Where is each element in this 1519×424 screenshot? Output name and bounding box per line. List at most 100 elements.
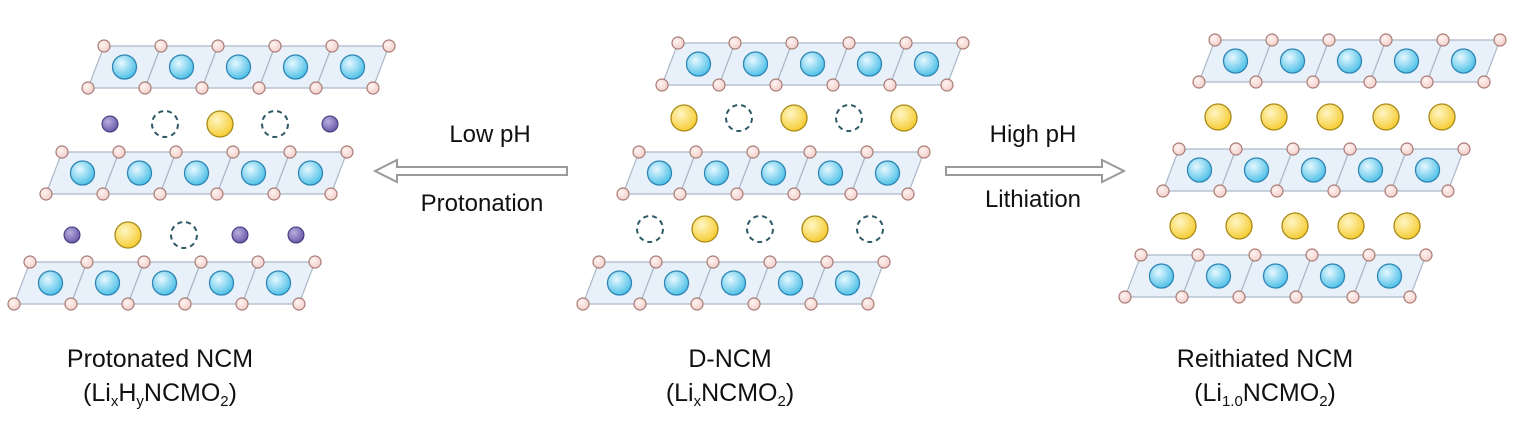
oxygen-atom [1363,75,1377,89]
oxygen-atom [1457,142,1471,156]
transition-metal-atom [208,270,235,296]
transition-metal-atom [817,160,844,186]
oxygen-atom [112,145,126,159]
oxygen-atom [804,297,818,311]
transition-metal-atom [834,270,861,296]
oxygen-atom [1306,75,1320,89]
oxygen-atom [763,255,777,269]
arrow-left-top-label: Low pH [449,121,531,148]
formula-subscript: 2 [777,393,786,410]
oxygen-atom [96,187,110,201]
d-ncm-caption: D-NCM (LixNCMO2) [610,342,850,419]
oxygen-atom [706,255,720,269]
lithiation-arrow [945,158,1127,184]
oxygen-atom [1175,290,1189,304]
lithium-atom [691,215,719,243]
formula-subscript: y [136,393,144,410]
lithium-vacancy [170,221,198,249]
arrow-left-bottom-label: Protonation [420,190,544,217]
transition-metal-atom [856,51,883,77]
oxygen-atom [268,39,282,53]
arrow-right-top-label: High pH [989,121,1077,148]
oxygen-atom [842,36,856,50]
lithium-atom [670,104,698,132]
oxygen-atom [940,78,954,92]
oxygen-atom [1172,142,1186,156]
oxygen-atom [1305,248,1319,262]
oxygen-atom [632,145,646,159]
oxygen-atom [97,39,111,53]
oxygen-atom [81,81,95,95]
oxygen-atom [1400,142,1414,156]
oxygen-atom [153,187,167,201]
lithium-atom [1204,103,1232,131]
oxygen-atom [309,81,323,95]
oxygen-atom [1208,33,1222,47]
oxygen-atom [956,36,970,50]
lithium-atom [206,110,234,138]
transition-metal-atom [685,51,712,77]
oxygen-atom [1322,33,1336,47]
oxygen-atom [785,36,799,50]
oxygen-atom [671,36,685,50]
transition-metal-atom [240,160,267,186]
transition-metal-atom [265,270,292,296]
formula-text: NCMO [701,379,778,407]
oxygen-atom [1436,33,1450,47]
oxygen-atom [211,39,225,53]
transition-metal-atom [777,270,804,296]
oxygen-atom [194,255,208,269]
lithium-vacancy [725,104,753,132]
formula-text: ) [785,379,795,407]
transition-metal-atom [1357,157,1384,183]
oxygen-atom [1403,290,1417,304]
formula-text: NCMO [1242,379,1320,407]
transition-metal-atom [720,270,747,296]
transition-metal-atom [1243,157,1270,183]
relithiated-ncm-caption: Reithiated NCM (Li1.0NCMO2) [1145,342,1385,419]
oxygen-atom [1270,184,1284,198]
oxygen-atom [1419,248,1433,262]
formula-text: ) [1327,379,1336,407]
formula-subscript: x [110,393,119,410]
oxygen-atom [690,297,704,311]
oxygen-atom [137,255,151,269]
oxygen-atom [308,255,322,269]
oxygen-atom [23,255,37,269]
lithium-atom [1316,103,1344,131]
d-ncm-name: D-NCM [688,345,772,373]
oxygen-atom [7,297,21,311]
oxygen-atom [226,145,240,159]
oxygen-atom [154,39,168,53]
transition-metal-atom [1222,48,1249,74]
lithium-vacancy [151,110,179,138]
oxygen-atom [1420,75,1434,89]
oxygen-atom [39,187,53,201]
transition-metal-atom [1262,263,1289,289]
oxygen-atom [169,145,183,159]
lithium-atom [1260,103,1288,131]
oxygen-atom [649,255,663,269]
lithium-atom [1428,103,1456,131]
transition-metal-atom [1376,263,1403,289]
oxygen-atom [844,187,858,201]
formula-text: ) [228,379,237,407]
transition-metal-atom [1450,48,1477,74]
oxygen-atom [1156,184,1170,198]
transition-metal-atom [111,54,138,80]
oxygen-atom [195,81,209,95]
transition-metal-atom [799,51,826,77]
formula-text: H [118,379,137,407]
oxygen-atom [64,297,78,311]
oxygen-atom [1327,184,1341,198]
lithium-vacancy [835,104,863,132]
transition-metal-atom [1186,157,1213,183]
lithium-vacancy [746,215,774,243]
transition-metal-atom [742,51,769,77]
oxygen-atom [366,81,380,95]
oxygen-atom [899,36,913,50]
transition-metal-atom [1414,157,1441,183]
transition-metal-atom [225,54,252,80]
oxygen-atom [324,187,338,201]
transition-metal-atom [1148,263,1175,289]
